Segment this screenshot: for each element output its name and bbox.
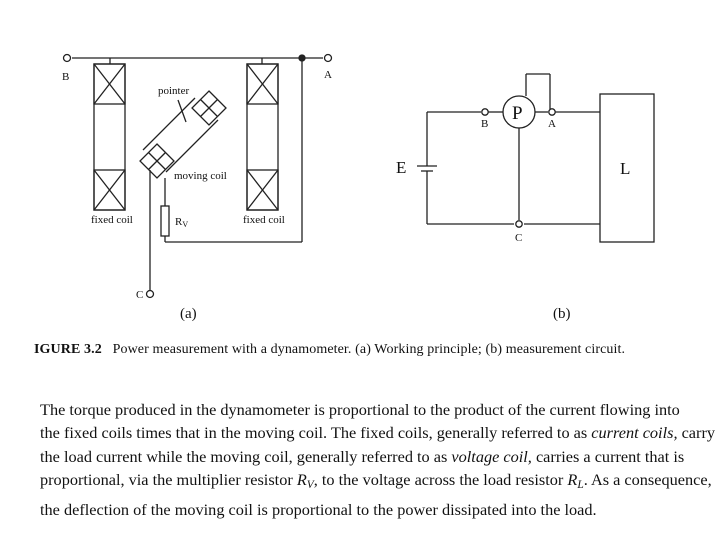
- fixed-coil-right: [246, 63, 279, 211]
- moving-coil-arm: [165, 119, 219, 173]
- winding-cross: [93, 169, 126, 211]
- coil-winding: [93, 169, 126, 211]
- fixed-coil-left-label: fixed coil: [91, 214, 133, 226]
- terminal-b-node: [481, 108, 489, 116]
- figure: B A pointer moving coil fixed coil fixed…: [62, 53, 655, 322]
- terminal-b-label: B: [481, 118, 488, 130]
- moving-coil-arm: [142, 97, 196, 151]
- term-current-coils: current coils,: [591, 423, 678, 443]
- text-line: The torque produced in the dynamometer i…: [40, 400, 680, 419]
- terminal-b-node: [62, 53, 72, 63]
- panel-a-label: (a): [180, 306, 197, 322]
- figure-caption: IGURE 3.2 Power measurement with a dynam…: [34, 342, 625, 358]
- terminal-a-node: [548, 108, 556, 116]
- coil-winding: [246, 169, 279, 211]
- winding-cross: [246, 169, 279, 211]
- winding-cross: [148, 152, 166, 170]
- symbol-rv: RV: [296, 470, 314, 492]
- panel-b-diagram: [417, 73, 655, 243]
- panel-b-labels: E P L B A C (b): [396, 103, 630, 322]
- meter-label: P: [512, 103, 523, 124]
- text-line: the fixed coils times that in the moving…: [40, 423, 716, 443]
- body-paragraph: The torque produced in the dynamometer i…: [40, 398, 716, 521]
- text-line: the load current while the moving coil, …: [40, 446, 685, 466]
- terminal-a-label: A: [548, 118, 556, 130]
- resistor-rv: [160, 205, 170, 237]
- winding-cross: [93, 63, 126, 105]
- caption-text: Power measurement with a dynamometer. (a…: [112, 342, 626, 357]
- coil-winding: [246, 63, 279, 105]
- terminal-c-node: [145, 289, 155, 299]
- fixed-coil-left: [93, 63, 126, 211]
- term-voltage-coil: voltage coil,: [451, 446, 532, 466]
- terminal-a-node: [323, 53, 333, 63]
- figure-number: IGURE 3.2: [34, 342, 102, 357]
- winding-cross: [200, 99, 218, 117]
- source-label: E: [396, 158, 406, 177]
- fixed-coil-right-label: fixed coil: [243, 214, 285, 226]
- load-box: [599, 93, 655, 243]
- panel-a-labels: B A pointer moving coil fixed coil fixed…: [62, 69, 332, 322]
- terminal-b-label: B: [62, 71, 69, 83]
- terminal-c-label: C: [136, 289, 143, 301]
- panel-a-diagram: [62, 53, 333, 299]
- panel-b-label: (b): [553, 306, 571, 322]
- coil-winding: [93, 63, 126, 105]
- symbol-rl: RL: [567, 470, 584, 492]
- moving-coil-label: moving coil: [174, 170, 227, 182]
- load-label: L: [620, 159, 630, 178]
- text-line: the deflection of the moving coil is pro…: [40, 499, 597, 519]
- terminal-a-label: A: [324, 69, 332, 81]
- resistor-rv-label: RV: [175, 216, 188, 229]
- winding-cross: [246, 63, 279, 105]
- terminal-c-label: C: [515, 232, 522, 244]
- pointer-label: pointer: [158, 85, 189, 97]
- terminal-c-node: [515, 220, 523, 228]
- text-line: proportional, via the multiplier resisto…: [40, 470, 712, 492]
- pointer-arrow: [177, 99, 187, 123]
